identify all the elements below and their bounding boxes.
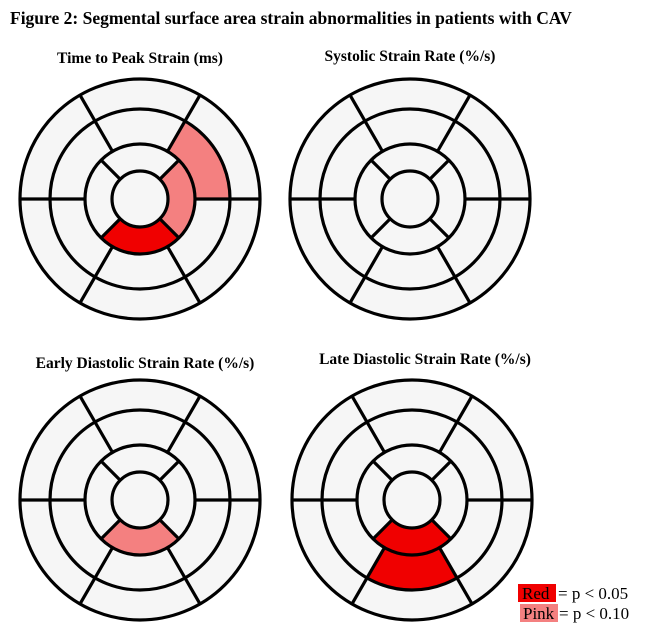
segment-divider (438, 546, 474, 605)
segment-divider (438, 395, 474, 454)
segment-divider (348, 245, 384, 304)
segment-divider (436, 94, 472, 153)
bullseye-background (292, 380, 532, 620)
segment-divider (99, 459, 122, 482)
segment-divider (158, 217, 181, 240)
legend: Red = p < 0.05 Pink = p < 0.10 (518, 584, 629, 623)
segment-divider (78, 245, 114, 304)
segment-divider (78, 94, 114, 153)
segment-divider (371, 518, 394, 541)
segment-mid-pink (167, 121, 230, 199)
segment-apical-red (373, 519, 451, 555)
bullseye-plot-1 (18, 77, 262, 321)
segment-apical-red (101, 218, 179, 254)
segment-divider (78, 395, 114, 454)
bullseye-plot-2 (288, 77, 532, 321)
figure-title: Figure 2: Segmental surface area strain … (10, 8, 572, 28)
segment-divider (158, 459, 181, 482)
plot-title-1: Time to Peak Strain (ms) (57, 50, 223, 67)
bullseye-background (20, 380, 260, 620)
segment-apical-pink (101, 519, 179, 555)
bullseye-plot-4 (290, 378, 534, 622)
legend-swatch-pink (520, 604, 558, 622)
segment-apical-pink (159, 160, 195, 238)
segment-divider (371, 459, 394, 482)
segment-divider (350, 395, 386, 454)
bullseye-plot-3 (18, 378, 262, 622)
plot-title-2: Systolic Strain Rate (%/s) (325, 48, 496, 65)
segment-divider (158, 518, 181, 541)
segment-divider (99, 518, 122, 541)
segment-divider (166, 245, 202, 304)
legend-text-red: = p < 0.05 (558, 584, 628, 603)
plot-title-4: Late Diastolic Strain Rate (%/s) (319, 351, 531, 368)
segment-divider (369, 158, 392, 181)
legend-swatch-red (518, 584, 556, 602)
segment-divider (166, 546, 202, 605)
ring-boundary (110, 169, 170, 229)
ring-boundary (110, 470, 170, 530)
segment-divider (369, 217, 392, 240)
segment-divider (430, 518, 453, 541)
segment-divider (166, 94, 202, 153)
segment-divider (428, 158, 451, 181)
segment-divider (158, 158, 181, 181)
ring-boundary (380, 169, 440, 229)
legend-label-pink: Pink (523, 604, 555, 623)
segment-mid-red (367, 547, 457, 590)
bullseye-background (290, 79, 530, 319)
segment-divider (430, 459, 453, 482)
segment-divider (99, 158, 122, 181)
segment-divider (166, 395, 202, 454)
segment-divider (350, 546, 386, 605)
segment-divider (436, 245, 472, 304)
segment-divider (428, 217, 451, 240)
legend-label-red: Red (522, 584, 550, 603)
legend-text-pink: = p < 0.10 (559, 604, 629, 623)
ring-boundary (382, 470, 442, 530)
segment-divider (99, 217, 122, 240)
segment-divider (348, 94, 384, 153)
plot-title-3: Early Diastolic Strain Rate (%/s) (36, 355, 255, 372)
segment-divider (78, 546, 114, 605)
